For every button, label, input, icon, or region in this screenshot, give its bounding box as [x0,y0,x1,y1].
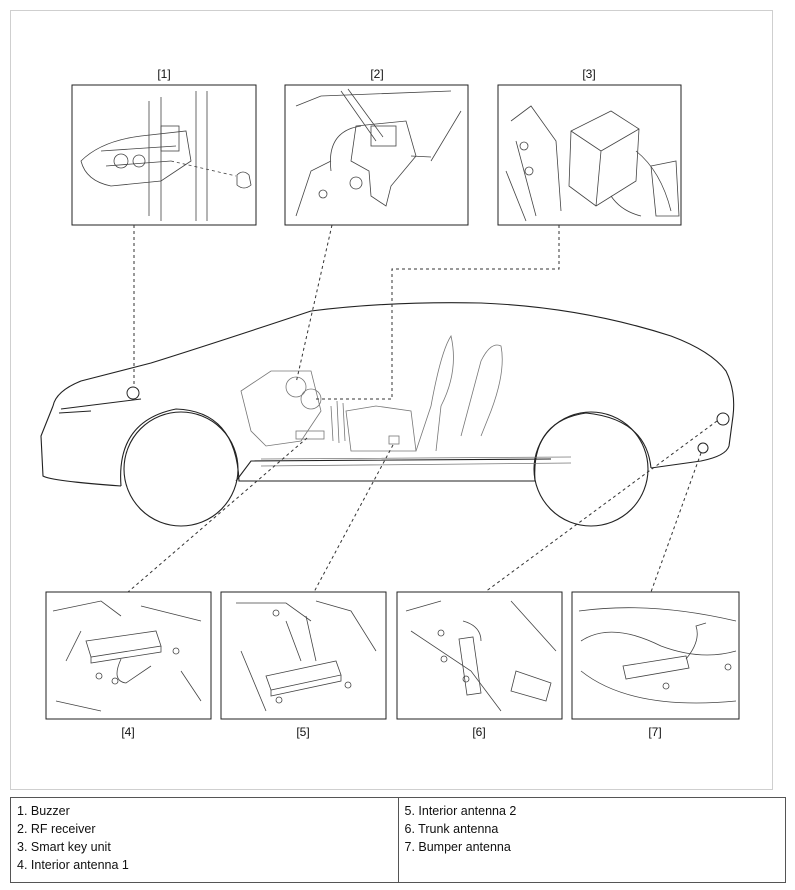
detail-box-1 [71,84,257,226]
marker-buzzer [126,386,140,400]
legend-item-bumper-antenna: 7. Bumper antenna [404,840,511,854]
legend-item-buzzer: 1. Buzzer [17,804,70,818]
legend-item-interior-antenna-1: 4. Interior antenna 1 [17,858,129,872]
legend-item-trunk-antenna: 6. Trunk antenna [404,822,499,836]
interior-antenna-1-detail-sketch [52,600,202,712]
diagram-drawing [40,84,740,720]
callout-3: [3] [582,67,596,81]
leader-lines [127,224,718,593]
detail-box-6 [396,591,563,720]
callout-1: [1] [157,67,171,81]
buzzer-detail-sketch [80,91,252,221]
vehicle-outline [40,302,735,527]
detail-box-4 [45,591,212,720]
component-markers [126,386,730,454]
legend-item-interior-antenna-2: 5. Interior antenna 2 [404,804,517,818]
component-location-diagram: [1] [2] [3] [4] [5] [6] [7] [10,10,773,790]
interior-antenna-2-detail-sketch [236,600,377,712]
callout-4: [4] [121,725,135,739]
marker-trunk-antenna [716,412,730,426]
marker-bumper-antenna [697,442,709,454]
legend-column-right: 5. Interior antenna 2 6. Trunk antenna 7… [397,798,786,882]
smart-key-unit-detail-sketch [505,105,680,222]
detail-box-3 [497,84,682,226]
callout-5: [5] [296,725,310,739]
legend-column-left: 1. Buzzer 2. RF receiver 3. Smart key un… [11,798,398,882]
detail-box-7 [571,591,740,720]
callout-2: [2] [370,67,384,81]
legend-item-smart-key-unit: 3. Smart key unit [17,840,111,854]
interior-sketch [240,335,572,467]
rf-receiver-detail-sketch [295,88,462,217]
detail-box-5 [220,591,387,720]
trunk-antenna-detail-sketch [405,600,557,712]
legend-table: 1. Buzzer 2. RF receiver 3. Smart key un… [10,797,786,883]
callout-7: [7] [648,725,662,739]
bumper-antenna-detail-sketch [578,607,737,704]
callout-6: [6] [472,725,486,739]
detail-box-2 [284,84,469,226]
legend-item-rf-receiver: 2. RF receiver [17,822,96,836]
